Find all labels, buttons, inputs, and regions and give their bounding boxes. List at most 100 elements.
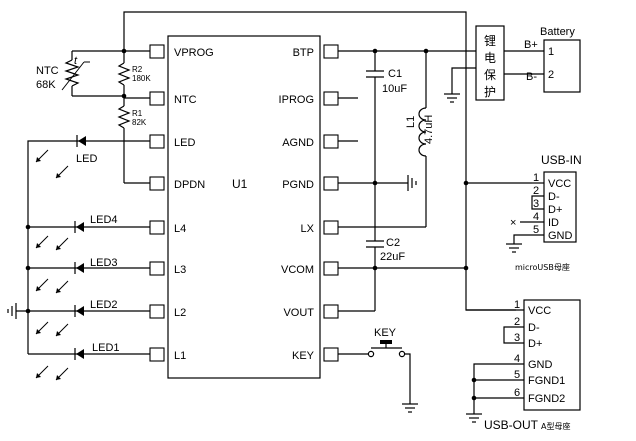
protect-char-3: 保 xyxy=(484,68,496,82)
usb-in-signal-id: ID xyxy=(548,217,559,229)
resistor-r2: R2 180K xyxy=(117,51,151,96)
led3-label: LED3 xyxy=(90,257,118,269)
usb-in-pin-4: 4 xyxy=(533,211,539,223)
pin-box-vout xyxy=(323,304,339,319)
usb-out-pin-4: 4 xyxy=(514,353,520,365)
c1-value: 10uF xyxy=(382,83,407,95)
usb-in-signal-dminus: D- xyxy=(548,191,560,203)
pin-box-agnd xyxy=(323,134,339,149)
usb-out-connector: 1 2 3 4 5 6 VCC D- D+ GND FGND1 FGND2 US… xyxy=(466,299,581,432)
usb-out-caption-sub: A型母座 xyxy=(541,421,570,431)
usb-in-signal-gnd: GND xyxy=(548,230,573,242)
pin-label-btp: BTP xyxy=(293,47,314,59)
r1-name: R1 xyxy=(132,109,143,118)
pin-box-pgnd xyxy=(323,176,339,191)
r2-name: R2 xyxy=(132,65,143,74)
usb-in-signal-dplus: D+ xyxy=(548,204,562,216)
resistor-r1: R1 82K xyxy=(117,96,150,184)
pin-box-lx xyxy=(323,220,339,235)
led4: LED4 xyxy=(35,214,118,251)
ntc-name: NTC xyxy=(36,65,59,77)
pin-label-l3: L3 xyxy=(174,264,186,276)
pin-box-l4 xyxy=(149,220,165,235)
pin-label-ntc: NTC xyxy=(174,94,197,106)
led4-label: LED4 xyxy=(90,214,118,226)
protect-char-2: 电 xyxy=(484,51,496,65)
pin-box-l2 xyxy=(149,304,165,319)
usb-in-pin-1: 1 xyxy=(533,172,539,184)
pin-label-l1: L1 xyxy=(174,350,186,362)
protect-char-1: 锂 xyxy=(484,33,496,48)
key-switch: KEY xyxy=(338,327,418,413)
pin-label-vout: VOUT xyxy=(283,307,314,319)
pin-box-l3 xyxy=(149,261,165,276)
usb-in-pin-2: 2 xyxy=(533,185,539,197)
battery-title: Battery xyxy=(540,26,575,38)
capacitor-c1: C1 10uF xyxy=(366,51,407,183)
ntc-thermistor: t NTC 68K xyxy=(36,50,124,97)
pgnd-ground xyxy=(338,175,417,191)
pin-box-key xyxy=(323,347,339,362)
l1-value: 4.7uH xyxy=(423,115,435,144)
usb-in-caption: microUSB母座 xyxy=(515,262,570,272)
usb-out-pin-6: 6 xyxy=(514,387,520,399)
pin-box-vcom xyxy=(323,261,339,276)
ic-body xyxy=(167,35,321,379)
pin-box-dpdn xyxy=(149,176,165,191)
ic-name: U1 xyxy=(232,177,248,191)
pin-box-led xyxy=(149,134,165,149)
key-label: KEY xyxy=(374,327,397,339)
led-main: LED xyxy=(35,135,97,179)
usb-out-signal-fgnd2: FGND2 xyxy=(528,393,565,405)
usb-out-signal-dplus: D+ xyxy=(528,338,542,350)
c2-value: 22uF xyxy=(380,251,405,263)
usb-out-signal-fgnd1: FGND1 xyxy=(528,375,565,387)
led2: LED2 xyxy=(35,299,118,337)
l1-name: L1 xyxy=(405,116,417,128)
pin-label-agnd: AGND xyxy=(282,137,314,149)
inductor-l1: L1 4.7uH xyxy=(338,51,435,228)
pin-box-btp xyxy=(323,44,339,59)
battery-neg-label: B- xyxy=(526,71,537,83)
usb-out-pin-1: 1 xyxy=(514,299,520,311)
usb-out-caption-main: USB-OUT xyxy=(484,418,539,432)
usb-in-nc-mark: × xyxy=(510,217,516,229)
led-bus xyxy=(7,140,150,355)
pin-box-l1 xyxy=(149,347,165,362)
pin-label-l4: L4 xyxy=(174,223,186,235)
usb-out-signal-dminus: D- xyxy=(528,322,540,334)
led1-label: LED1 xyxy=(92,342,120,354)
usb-in-pin-3: 3 xyxy=(533,198,539,210)
pin-box-vprog xyxy=(149,44,165,59)
battery-connector: Battery B+ B- 1 2 xyxy=(504,26,581,93)
ntc-symbol: t xyxy=(74,55,78,67)
usb-in-title: USB-IN xyxy=(541,153,582,167)
c2-name: C2 xyxy=(386,237,400,249)
battery-pin-2: 2 xyxy=(548,69,554,81)
ic-u1: U1 VPROG NTC LED DPDN L4 L3 L2 L1 BTP IP… xyxy=(149,35,339,379)
protect-char-4: 护 xyxy=(484,85,496,99)
battery-pin-1: 1 xyxy=(548,46,554,58)
led-main-label: LED xyxy=(76,153,97,165)
usb-in-signal-vcc: VCC xyxy=(548,178,571,190)
led2-label: LED2 xyxy=(90,299,118,311)
pin-box-ntc xyxy=(149,91,165,106)
usb-out-signal-gnd: GND xyxy=(528,359,553,371)
pin-box-iprog xyxy=(323,91,339,106)
pin-label-key: KEY xyxy=(292,350,315,362)
ntc-value: 68K xyxy=(36,79,56,91)
pin-label-led: LED xyxy=(174,137,195,149)
usb-out-pin-5: 5 xyxy=(514,369,520,381)
c1-name: C1 xyxy=(388,68,402,80)
r1-value: 82K xyxy=(132,118,147,127)
usb-out-pin-3: 3 xyxy=(514,332,520,344)
pin-label-vcom: VCOM xyxy=(281,264,314,276)
pin-label-vprog: VPROG xyxy=(174,47,214,59)
pin-label-l2: L2 xyxy=(174,307,186,319)
led3: LED3 xyxy=(35,257,118,294)
pin-label-pgnd: PGND xyxy=(282,179,314,191)
usb-in-pin-5: 5 xyxy=(533,224,539,236)
usb-in-connector: USB-IN × 1 2 3 4 5 VCC D- D+ ID GND micr… xyxy=(506,153,582,272)
usb-out-pin-2: 2 xyxy=(514,316,520,328)
